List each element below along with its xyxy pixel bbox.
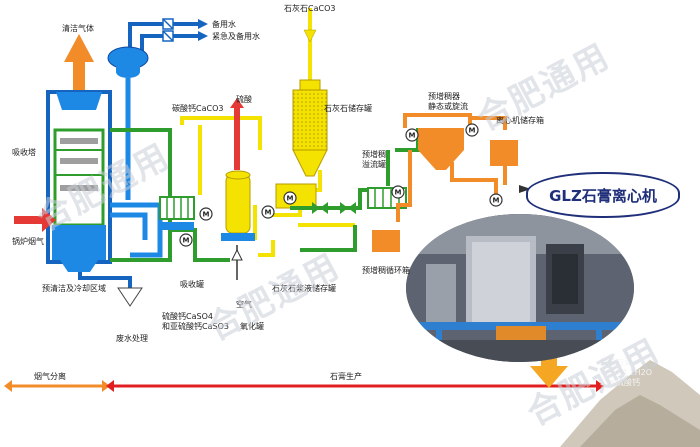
label-carbonate: 碳酸钙CaCO3 (172, 104, 224, 113)
pump-5 (391, 185, 405, 199)
flue-gas-inlet (14, 216, 44, 224)
label-centrifuge-storage: 离心机储存箱 (496, 116, 544, 125)
pump-6 (405, 128, 419, 142)
label-oxidation-tank: 氧化罐 (240, 322, 264, 331)
label-limestone-slurry-tank: 石灰石浆液储存罐 (272, 284, 336, 293)
label-absorber: 吸收塔 (12, 148, 36, 157)
acid-line (234, 108, 240, 170)
pump-3-label: M (265, 209, 272, 217)
absorber-tower (46, 90, 112, 272)
label-flue-gas-separation: 烟气分离 (34, 372, 66, 381)
flue-gas-arrow (42, 208, 56, 232)
centrifuge-title: GLZ石膏离心机 (526, 172, 680, 218)
water-arrow-2 (198, 31, 208, 41)
pump-2 (179, 233, 193, 247)
pre-thickener-circulation-tank (372, 230, 400, 252)
label-pre-thickener-circulation: 预增稠循环箱 (362, 266, 410, 275)
limestone-inlet-arrow (303, 29, 317, 43)
pump-4 (283, 191, 297, 205)
limestone-silo (292, 79, 328, 177)
pumps (179, 123, 503, 247)
water-valves (162, 18, 174, 42)
pre-thickener (418, 128, 464, 170)
wastewater-arrow (117, 287, 143, 307)
acid-arrow (230, 98, 244, 108)
label-air: 空气 (236, 300, 252, 309)
label-boiler-flue-gas: 锅炉烟气 (12, 237, 44, 246)
centrifuge-photo (406, 214, 634, 362)
label-gypsum-production: 石膏生产 (330, 372, 362, 381)
pump-1 (199, 207, 213, 221)
pump-3 (261, 205, 275, 219)
clean-gas-arrow (64, 34, 94, 62)
air-arrow (231, 248, 243, 261)
pump-8-label: M (493, 197, 500, 205)
pump-1-label: M (203, 211, 210, 219)
pump-7 (465, 123, 479, 137)
centrifuge-storage-tank (490, 140, 518, 166)
limestone-lines (180, 8, 355, 257)
pump-8 (489, 193, 503, 207)
label-limestone-top: 石灰石CaCO3 (284, 4, 336, 13)
gypsum-lines (396, 113, 507, 222)
label-absorption-tank: 吸收罐 (180, 280, 204, 289)
water-arrow-1 (198, 19, 208, 29)
pump-5-label: M (395, 189, 402, 197)
gypsum-output-arrow (530, 366, 568, 388)
label-prewash: 预清洁及冷却区域 (42, 284, 106, 293)
absorption-tank-unit (159, 196, 195, 230)
pump-7-label: M (469, 127, 476, 135)
label-sulfate-sulfite: 硫酸钙CaSO4 和亚硫酸钙CaSO3 (162, 312, 229, 331)
label-limestone-storage: 石灰石储存罐 (324, 104, 372, 113)
label-emergency-water: 紧急及备用水 (212, 32, 260, 41)
water-supply-lines (128, 22, 198, 52)
pump-2-label: M (183, 237, 190, 245)
pump-6-label: M (409, 132, 416, 140)
label-pre-thickener-static: 预增稠器 静态或旋流 (428, 92, 468, 111)
wastewater-line (78, 272, 132, 290)
slurry-valves (312, 202, 356, 214)
label-sulfuric-acid: 硫酸 (236, 95, 252, 104)
label-gypsum-product: 脱硫石膏 CaSO4 2H2O 二水硫酸钙 (600, 358, 652, 387)
pump-4-label: M (287, 195, 294, 203)
label-pre-thickener-overflow: 预增稠 溢流罐 (362, 150, 386, 169)
label-clean-gas: 清洁气体 (62, 24, 94, 33)
oxidation-tank (221, 170, 255, 241)
to-centrifuge-arrow (519, 185, 531, 193)
label-wastewater: 废水处理 (116, 334, 148, 343)
label-backup-water: 备用水 (212, 20, 236, 29)
